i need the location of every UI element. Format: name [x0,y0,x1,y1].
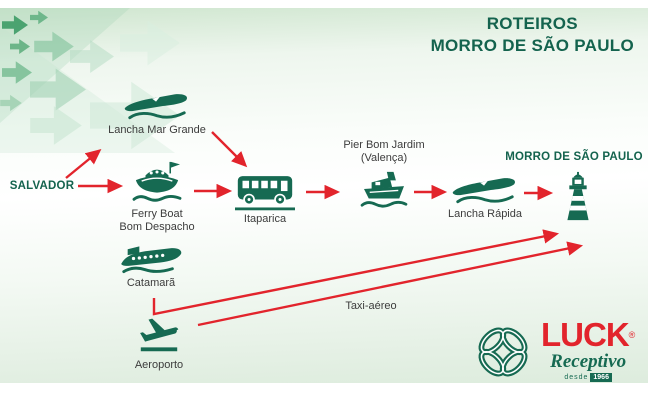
logo-brand-text: LUCK [541,316,630,353]
speedboat-icon [124,94,188,120]
node-catamara-label: Catamarã [126,277,176,289]
node-itaparica-label: Itaparica [243,213,287,225]
slide-background: ROTEIROS MORRO DE SÃO PAULO SALVADOR [0,8,648,383]
decorative-arrows-pattern [0,8,180,153]
title-line-2: MORRO DE SÃO PAULO [430,36,634,55]
node-ferry-boat-label2: Bom Despacho [119,221,195,233]
logo-since-label: desde [564,374,589,381]
page-title: ROTEIROS MORRO DE SÃO PAULO [431,13,634,57]
node-morro-label: MORRO DE SÃO PAULO [505,151,643,163]
node-aeroporto-label: Aeroporto [134,359,184,371]
node-lancha-rapida: Lancha Rápida [443,176,527,221]
arrow-taxi-aereo-to-morro [197,241,584,327]
luck-receptivo-logo: LUCK ® Receptivo desde 1966 [472,316,636,385]
node-lancha-mar-grande: Lancha Mar Grande [96,92,218,137]
ferry-icon [132,161,182,202]
node-pier-label: Pier Bom Jardim [343,139,425,151]
logo-since-year: 1966 [590,373,612,382]
node-ferry-boat: Ferry Boat Bom Despacho [110,160,204,234]
speedboat-icon [452,178,516,204]
node-ferry-boat-label: Ferry Boat [131,208,183,220]
node-pier-bom-jardim: Pier Bom Jardim (Valença) [322,139,446,209]
catamaran-icon [121,246,182,274]
lighthouse-icon [567,171,589,221]
node-salvador-label: SALVADOR [9,180,75,192]
title-line-1: ROTEIROS [486,14,578,33]
bus-icon [235,176,295,211]
airplane-takeoff-icon [140,318,179,352]
pier-ferry-icon [360,171,408,208]
celtic-knot-logo-icon [478,327,528,377]
node-catamara: Catamarã [110,243,192,290]
logo-registered-mark: ® [628,330,636,340]
node-itaparica: Itaparica [231,173,299,226]
logo-subtitle: Receptivo [550,351,627,372]
node-pier-label2: (Valença) [360,152,408,164]
edge-taxi-aereo-label: Taxi-aéreo [345,300,397,312]
node-aeroporto: Aeroporto [126,311,192,372]
node-lancha-rapida-label: Lancha Rápida [447,208,522,220]
logo-since: desde 1966 [564,373,612,382]
node-lancha-mar-grande-label: Lancha Mar Grande [108,124,206,136]
